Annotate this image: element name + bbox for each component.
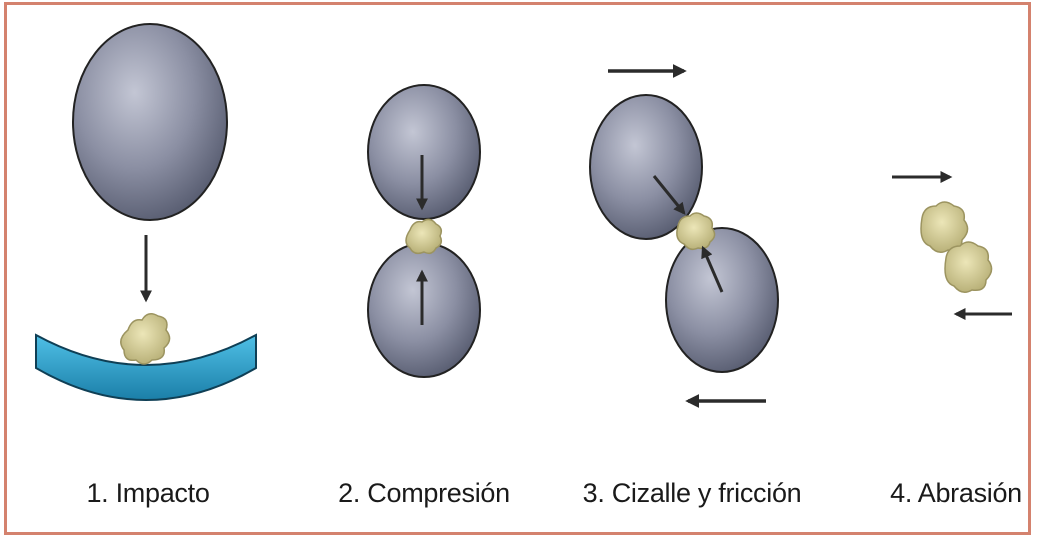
caption-impact: 1. Impacto (86, 478, 209, 509)
panel-compression (368, 85, 480, 377)
panel-abrasion (892, 177, 1012, 314)
ore-particle (121, 314, 170, 364)
grinding-ball (73, 24, 227, 220)
caption-shear-friction: 3. Cizalle y fricción (583, 478, 802, 509)
panel-shear-friction (590, 71, 778, 401)
ore-particle-lower (945, 242, 992, 292)
ore-particle (406, 219, 441, 253)
caption-abrasion: 4. Abrasión (890, 478, 1022, 509)
panel-impact (36, 24, 256, 400)
caption-compression: 2. Compresión (338, 478, 510, 509)
grinding-ball-lower (666, 228, 778, 372)
ore-particle (677, 213, 715, 249)
grinding-ball-bottom (368, 243, 480, 377)
grinding-ball-top (368, 85, 480, 219)
